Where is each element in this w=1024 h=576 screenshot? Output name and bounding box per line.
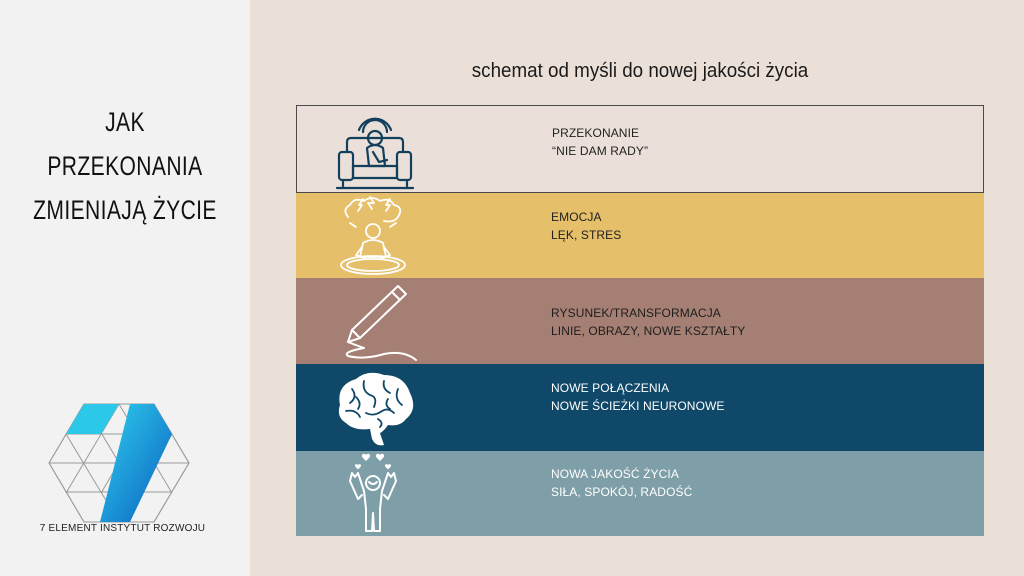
step-new-life-label: NOWA JAKOŚĆ ŻYCIA: [551, 467, 679, 481]
step-belief-detail: “NIE DAM RADY”: [552, 144, 649, 158]
step-connections-label: NOWE POŁĄCZENIA: [551, 381, 670, 395]
step-emotion-detail: LĘK, STRES: [551, 228, 622, 242]
pencil-icon: [345, 285, 417, 361]
sidebar-title: JAK PRZEKONANIA ZMIENIAJĄ ŻYCIE: [28, 100, 223, 232]
sidebar-title-line1: JAK PRZEKONANIA: [47, 107, 203, 181]
step-emotion-label: EMOCJA: [551, 210, 602, 224]
step-drawing-label: RYSUNEK/TRANSFORMACJA: [551, 306, 721, 320]
diagram-steps: PRZEKONANIE “NIE DAM RADY” EMOCJA: [296, 105, 984, 536]
person-on-couch-icon: [335, 117, 415, 190]
step-drawing-text: RYSUNEK/TRANSFORMACJA LINIE, OBRAZY, NOW…: [551, 304, 745, 340]
happy-person-icon: [349, 453, 397, 532]
step-emotion-text: EMOCJA LĘK, STRES: [551, 208, 621, 244]
step-new-life: NOWA JAKOŚĆ ŻYCIA SIŁA, SPOKÓJ, RADOŚĆ: [296, 451, 984, 536]
step-belief-text: PRZEKONANIE “NIE DAM RADY”: [552, 124, 648, 160]
step-connections-text: NOWE POŁĄCZENIA NOWE ŚCIEŻKI NEURONOWE: [551, 379, 725, 415]
step-drawing: RYSUNEK/TRANSFORMACJA LINIE, OBRAZY, NOW…: [296, 278, 984, 364]
step-new-life-detail: SIŁA, SPOKÓJ, RADOŚĆ: [551, 485, 693, 499]
step-connections-detail: NOWE ŚCIEŻKI NEURONOWE: [551, 399, 725, 413]
step-new-life-text: NOWA JAKOŚĆ ŻYCIA SIŁA, SPOKÓJ, RADOŚĆ: [551, 465, 692, 501]
institute-logo-icon: [48, 403, 190, 523]
stressed-person-icon: [340, 196, 406, 275]
brain-icon: [338, 372, 414, 446]
sidebar-panel: JAK PRZEKONANIA ZMIENIAJĄ ŻYCIE: [0, 0, 250, 576]
step-belief: PRZEKONANIE “NIE DAM RADY”: [296, 105, 984, 193]
step-connections: NOWE POŁĄCZENIA NOWE ŚCIEŻKI NEURONOWE: [296, 364, 984, 451]
step-belief-label: PRZEKONANIE: [552, 126, 640, 140]
logo-caption: 7 ELEMENT INSTYTUT ROZWOJU: [39, 523, 206, 534]
sidebar-title-line2: ZMIENIAJĄ ŻYCIE: [33, 195, 217, 225]
diagram-title: schemat od myśli do nowej jakości życia: [471, 60, 809, 82]
step-drawing-detail: LINIE, OBRAZY, NOWE KSZTAŁTY: [551, 324, 746, 338]
step-emotion: EMOCJA LĘK, STRES: [296, 193, 984, 278]
